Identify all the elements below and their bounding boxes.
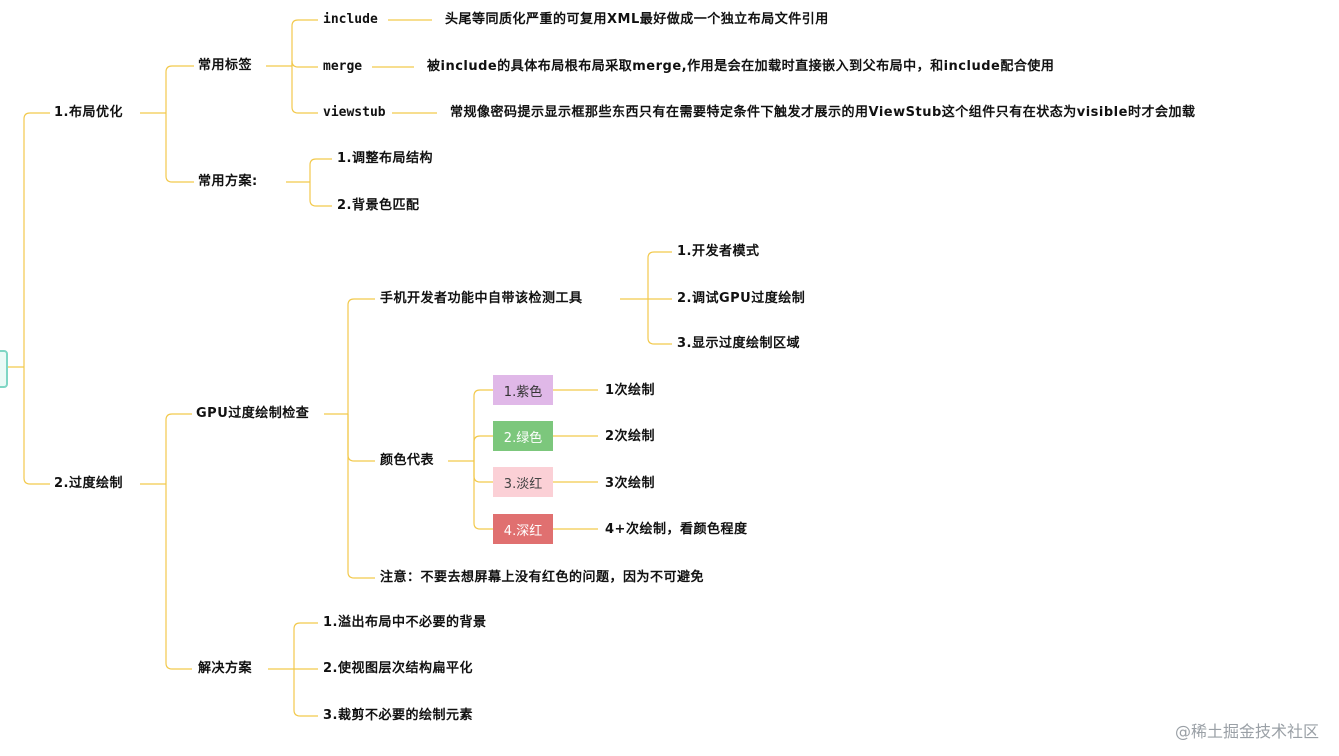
root-link-0: [23, 112, 50, 367]
node-common-tags[interactable]: 常用标签: [198, 58, 253, 73]
node-merge[interactable]: merge: [323, 59, 363, 74]
node-include[interactable]: include: [323, 12, 378, 27]
chip-green[interactable]: 2.绿色: [493, 421, 553, 451]
layout-link-1: [165, 113, 194, 183]
plans-link-1: [309, 182, 332, 207]
root-node-handle[interactable]: [0, 350, 8, 388]
node-gpu-check[interactable]: GPU过度绘制检查: [196, 406, 310, 421]
node-overdraw[interactable]: 2.过度绘制: [54, 476, 123, 491]
node-draw-2[interactable]: 2次绘制: [605, 429, 656, 444]
node-plan-1[interactable]: 1.调整布局结构: [337, 151, 433, 166]
overdraw-link-0: [165, 413, 192, 484]
gpu-link-0: [347, 298, 375, 414]
node-plan-2[interactable]: 2.背景色匹配: [337, 198, 420, 213]
colors-link-0: [473, 389, 493, 461]
chip-purple[interactable]: 1.紫色: [493, 375, 553, 405]
node-viewstub-desc[interactable]: 常规像密码提示显示框那些东西只有在需要特定条件下触发才展示的用ViewStub这…: [450, 105, 1196, 120]
plans-link-0: [309, 158, 332, 182]
colors-link-2: [473, 461, 493, 483]
root-link-1: [23, 367, 50, 485]
node-layout-optimization[interactable]: 1.布局优化: [54, 105, 123, 120]
node-sol-2[interactable]: 2.使视图层次结构扁平化: [323, 661, 473, 676]
node-draw-4[interactable]: 4+次绘制，看颜色程度: [605, 522, 748, 537]
overdraw-link-1: [165, 484, 192, 670]
colors-link-1: [473, 435, 493, 461]
gpu-link-2: [347, 414, 375, 579]
layout-link-0: [165, 65, 194, 113]
tags-link-0: [291, 19, 318, 66]
watermark: @稀土掘金技术社区: [1174, 722, 1319, 741]
solutions-link-2: [293, 669, 318, 717]
chip-pink[interactable]: 3.淡红: [493, 467, 553, 497]
node-draw-3[interactable]: 3次绘制: [605, 476, 656, 491]
colors-link-3: [473, 461, 493, 530]
node-include-desc[interactable]: 头尾等同质化严重的可复用XML最好做成一个独立布局文件引用: [445, 12, 829, 27]
node-sol-3[interactable]: 3.裁剪不必要的绘制元素: [323, 708, 473, 723]
devtools-link-0: [647, 251, 672, 299]
node-sol-1[interactable]: 1.溢出布局中不必要的背景: [323, 615, 487, 630]
node-dev-1[interactable]: 1.开发者模式: [677, 244, 760, 259]
gpu-link-1: [347, 414, 375, 462]
node-solutions[interactable]: 解决方案: [198, 661, 253, 676]
node-merge-desc[interactable]: 被include的具体布局根布局采取merge,作用是会在加载时直接嵌入到父布局…: [427, 59, 1055, 74]
node-common-plans[interactable]: 常用方案:: [198, 174, 258, 189]
chip-red[interactable]: 4.深红: [493, 514, 553, 544]
node-color-meaning[interactable]: 颜色代表: [380, 453, 435, 468]
tags-link-1: [291, 60, 318, 68]
tags-link-2: [291, 66, 318, 114]
node-note[interactable]: 注意：不要去想屏幕上没有红色的问题，因为不可避免: [380, 570, 705, 585]
node-dev-tools[interactable]: 手机开发者功能中自带该检测工具: [380, 291, 583, 306]
solutions-link-0: [293, 622, 318, 669]
devtools-link-2: [647, 299, 672, 345]
node-draw-1[interactable]: 1次绘制: [605, 383, 656, 398]
node-viewstub[interactable]: viewstub: [323, 105, 386, 120]
node-dev-2[interactable]: 2.调试GPU过度绘制: [677, 291, 806, 306]
node-dev-3[interactable]: 3.显示过度绘制区域: [677, 336, 800, 351]
